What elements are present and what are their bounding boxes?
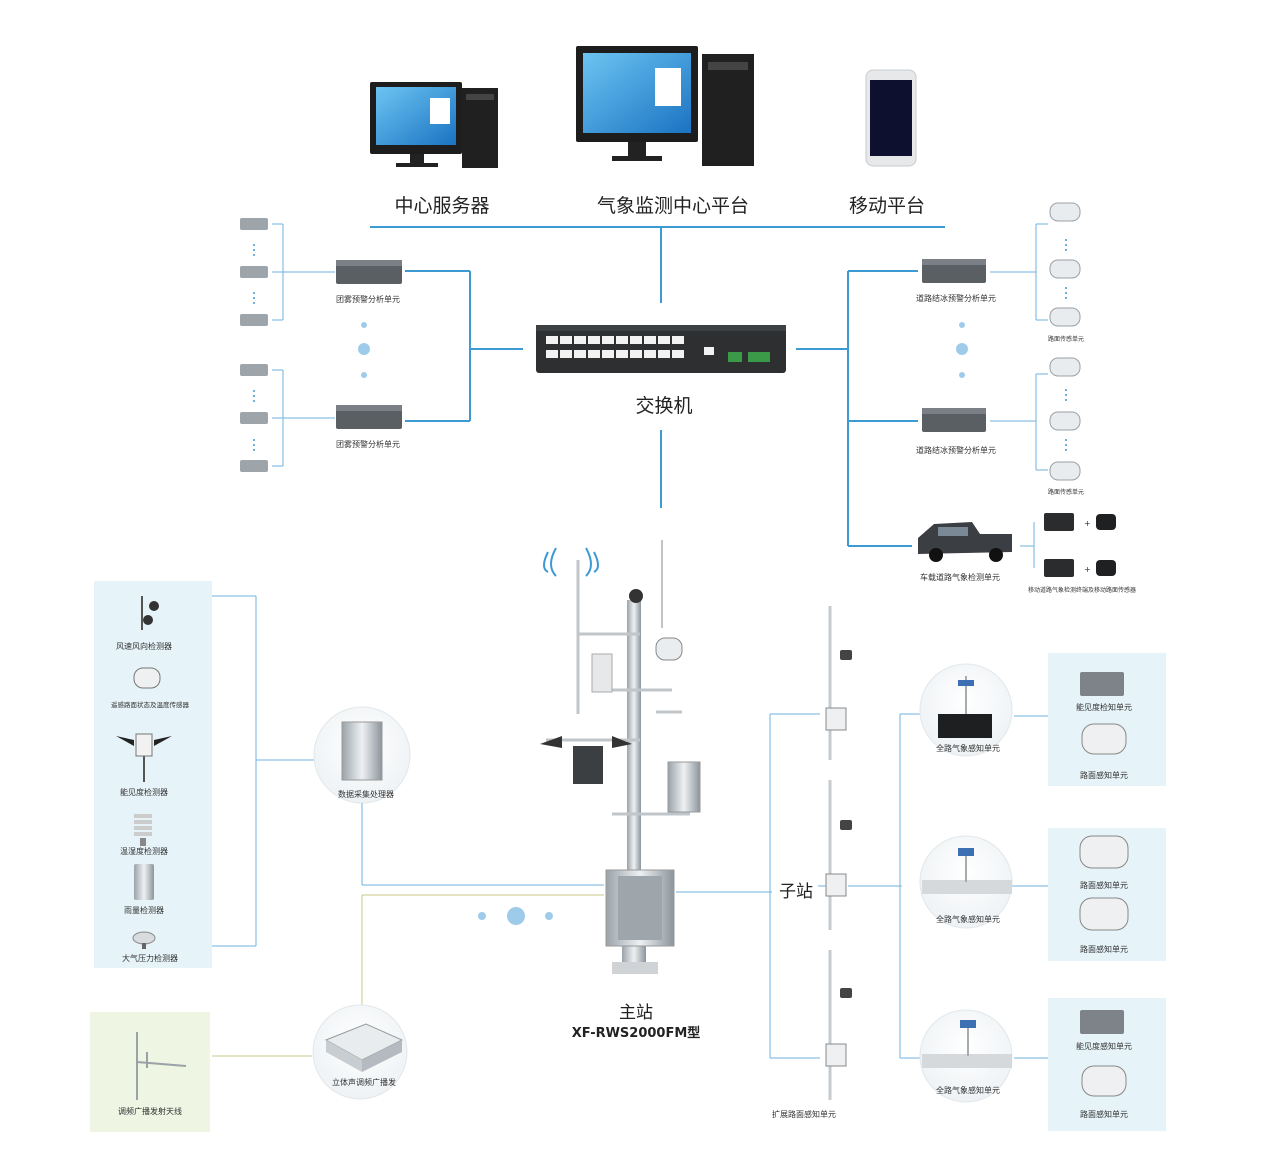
- right-sensor-group-2: [990, 357, 1081, 481]
- right-box-3-top-icon: [1080, 1010, 1124, 1034]
- right-box-2-bottom-icon: [1079, 897, 1129, 931]
- mobile-platform-label: 移动平台: [849, 195, 925, 217]
- expand-unit-label: 扩展路面感知单元: [772, 1109, 836, 1119]
- aw-unit-3-icon: [922, 1020, 1012, 1068]
- right-box-2-bottom-label: 路面感知单元: [1080, 944, 1128, 954]
- visibility-sensor-icon: [116, 733, 172, 782]
- temp-humidity-sensor-icon: [134, 814, 152, 846]
- sensor-label-temp: 温湿度检测器: [120, 846, 168, 856]
- sub-station-pole-1: [825, 606, 852, 760]
- right-box-1-top-icon: [1080, 672, 1124, 696]
- collector-cabinet-icon: [341, 721, 383, 781]
- aw-unit-3-label: 全路气象感知单元: [936, 1085, 1000, 1095]
- aw-unit-1-label: 全路气象感知单元: [936, 743, 1000, 753]
- left-sensor-group-2: [240, 364, 335, 472]
- left-ellipsis-dots: [358, 322, 370, 378]
- sub-station-pole-2: [825, 780, 852, 930]
- right-sensor-1-label: 路面传感单元: [1048, 335, 1084, 343]
- sensor-label-visibility: 能见度检测器: [120, 787, 168, 797]
- sensor-label-wind: 风速风向检测器: [116, 641, 172, 651]
- pressure-sensor-icon: [132, 931, 156, 949]
- vehicle-sensors: + +: [1020, 513, 1116, 577]
- right-sensor-2-label: 路面传感单元: [1048, 488, 1084, 496]
- aw-unit-2-label: 全路气象感知单元: [936, 914, 1000, 924]
- pickup-truck-icon: [918, 522, 1012, 562]
- broadcast-device-label: 立体声调频广播发: [332, 1077, 396, 1087]
- fog-analysis-unit-2-icon: [336, 405, 402, 429]
- center-ellipsis-dots: [478, 907, 553, 925]
- sub-station-label: 子站: [779, 882, 813, 902]
- right-box-2-top-icon: [1079, 835, 1129, 869]
- right-box-1-bottom-icon: [1081, 723, 1127, 755]
- right-box-2-top-label: 路面感知单元: [1080, 880, 1128, 890]
- aw-unit-1-icon: [938, 676, 992, 738]
- antenna-panel: [90, 1012, 210, 1132]
- right-box-3-bottom-label: 路面感知单元: [1080, 1109, 1128, 1119]
- right-box-1-bottom-label: 路面感知单元: [1080, 770, 1128, 780]
- broadcast-box-icon: [324, 1023, 404, 1072]
- sub-station-pole-3: [825, 950, 852, 1100]
- right-box-1-top-label: 能见度检知单元: [1076, 702, 1132, 712]
- right-box-3-bottom-icon: [1081, 1065, 1127, 1097]
- wind-sensor-icon: [141, 596, 159, 630]
- main-station-model: XF-RWS2000FM型: [572, 1025, 701, 1041]
- network-switch-icon: [536, 325, 786, 373]
- left-unit-1-label: 团雾预警分析单元: [336, 294, 400, 304]
- sensor-label-road: 遥感路面状态及温度传感器: [111, 700, 190, 709]
- left-unit-2-label: 团雾预警分析单元: [336, 439, 400, 449]
- antenna-label: 调频广播发射天线: [118, 1106, 182, 1116]
- svg-text:+: +: [1084, 519, 1091, 528]
- right-box-3-top-label: 能见度感知单元: [1076, 1041, 1132, 1051]
- ice-analysis-unit-1-icon: [922, 259, 986, 283]
- main-station-tower: [540, 540, 701, 974]
- weather-platform-label: 气象监测中心平台: [597, 195, 749, 217]
- sensor-panel: [94, 581, 212, 968]
- svg-text:+: +: [1084, 565, 1091, 574]
- center-server-computer-icon: [370, 82, 498, 168]
- right-unit-2-label: 道路结冰预警分析单元: [916, 445, 996, 455]
- road-surface-sensor-icon: [133, 667, 161, 689]
- aw-unit-2-icon: [922, 848, 1012, 894]
- rain-gauge-icon: [134, 864, 154, 900]
- center-server-label: 中心服务器: [394, 195, 489, 217]
- right-unit-1-label: 道路结冰预警分析单元: [916, 293, 996, 303]
- switch-label: 交换机: [635, 395, 692, 417]
- mobile-phone-icon: [865, 69, 917, 167]
- left-sensor-group-1: [240, 218, 335, 326]
- data-collector-label: 数据采集处理器: [338, 789, 394, 799]
- fm-antenna-icon: [136, 1032, 187, 1100]
- right-sensor-group-1: [990, 202, 1081, 327]
- fog-analysis-unit-1-icon: [336, 260, 402, 284]
- main-station-label: 主站: [619, 1003, 653, 1023]
- ice-analysis-unit-2-icon: [922, 408, 986, 432]
- sensor-label-rain: 雨量检测器: [124, 905, 164, 915]
- vehicle-unit-label: 车载道路气象检测单元: [920, 572, 1000, 582]
- vehicle-sensor-label: 移动道路气象检测终端及移动路面传感器: [1028, 586, 1136, 594]
- sensor-label-pressure: 大气压力检测器: [122, 953, 178, 963]
- weather-platform-computer-icon: [576, 46, 754, 166]
- right-ellipsis-dots: [956, 322, 968, 378]
